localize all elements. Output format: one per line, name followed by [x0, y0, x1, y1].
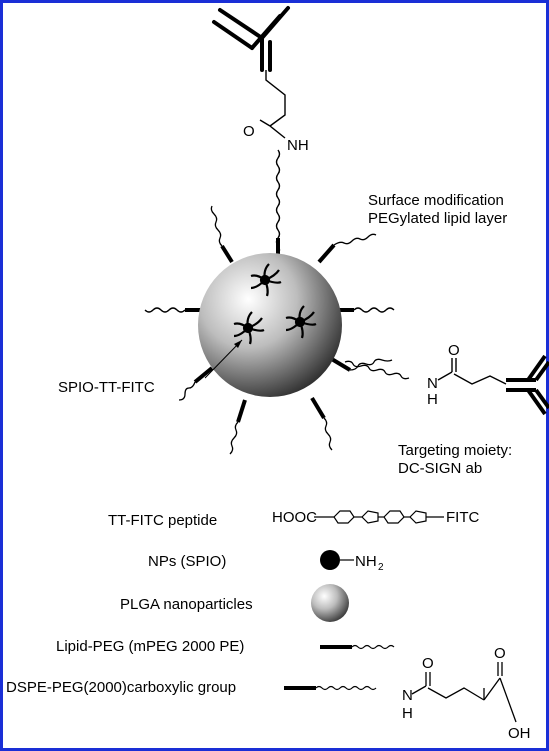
targeting-moiety-label: Targeting moiety:: [398, 442, 512, 459]
legend-dspe-peg-label: DSPE-PEG(2000)carboxylic group: [6, 679, 236, 696]
spio-pointer-arrow: [204, 339, 243, 379]
amine-subscript: 2: [378, 562, 384, 573]
right-n-atom: N: [427, 375, 438, 392]
spio-nanoparticle-icon: [320, 550, 340, 570]
main-plga-sphere-icon: [198, 253, 342, 397]
right-o-atom: O: [448, 342, 460, 359]
dspe-oh-group: OH: [508, 725, 531, 742]
legend-lipid-peg-label: Lipid-PEG (mPEG 2000 PE): [56, 638, 244, 655]
dspe-n-atom: N: [402, 687, 413, 704]
spio-tt-fitc-label: SPIO-TT-FITC: [58, 379, 155, 396]
amine-nh-text: NH: [355, 553, 377, 570]
dspe-h-atom: H: [402, 705, 413, 722]
legend-nps-label: NPs (SPIO): [148, 553, 226, 570]
lipid-peg-icon: [320, 644, 395, 650]
pegylated-lipid-label: PEGylated lipid layer: [368, 210, 507, 227]
surface-modification-label: Surface modification: [368, 192, 504, 209]
spio-arrow-head: [234, 340, 242, 348]
top-nh-atom: NH: [287, 137, 309, 154]
top-linker: [259, 70, 286, 255]
top-o-atom: O: [243, 123, 255, 140]
spio-core-icon: [250, 263, 282, 297]
legend-hooc-text: HOOC: [272, 509, 317, 526]
peg-chains: [144, 205, 410, 455]
right-linker: [437, 358, 507, 385]
dc-sign-ab-label: DC-SIGN ab: [398, 460, 482, 477]
legend-tt-fitc-label: TT-FITC peptide: [108, 512, 217, 529]
plga-sphere-icon: [311, 584, 349, 622]
spio-core-icon: [233, 311, 265, 345]
top-antibody-icon: [212, 6, 290, 72]
right-h-atom: H: [427, 391, 438, 408]
dspe-o-atom-1: O: [422, 655, 434, 672]
spio-cores: [233, 263, 317, 345]
right-antibody-icon: [506, 354, 549, 416]
peptide-chain-icon: [314, 510, 444, 524]
legend-plga-label: PLGA nanoparticles: [120, 596, 253, 613]
legend-fitc-text: FITC: [446, 509, 479, 526]
dspe-o-atom-2: O: [494, 645, 506, 662]
dspe-peg-icon: [284, 662, 517, 723]
spio-core-icon: [285, 305, 317, 339]
